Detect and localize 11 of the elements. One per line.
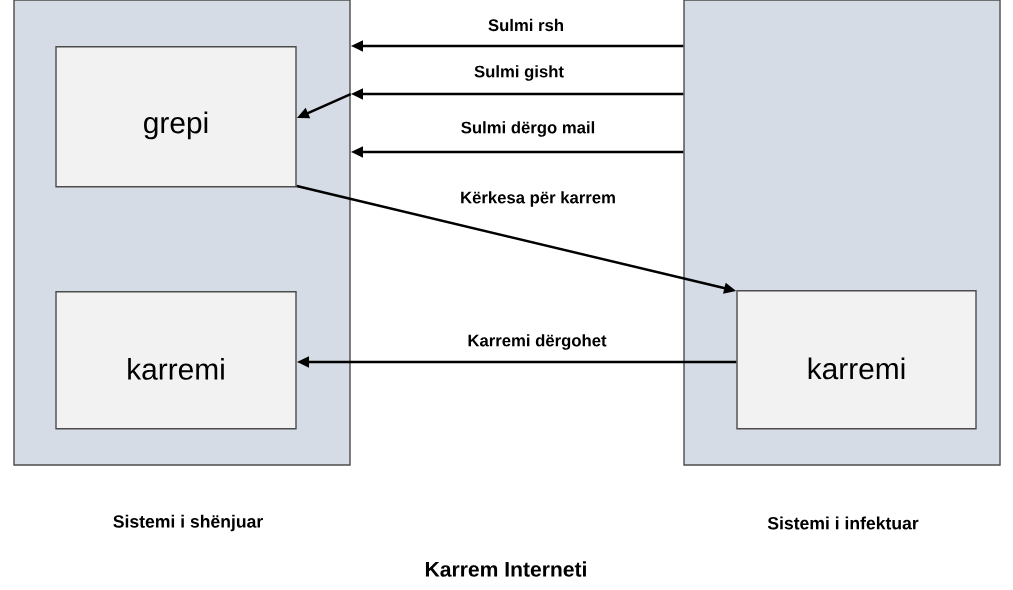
edge-label: Sulmi dërgo mail [459, 119, 597, 139]
node-label: Sistemi i infektuar [767, 516, 919, 530]
edge-label: Sulmi gisht [472, 63, 566, 83]
component-box: karremi [55, 291, 297, 430]
component-box: grepi [55, 46, 297, 188]
edge-label: Kërkesa për karrem [458, 189, 618, 209]
edge-label: Sulmi rsh [486, 17, 566, 33]
edge-label: Karremi dërgohet [465, 332, 609, 352]
component-box: karremi [736, 290, 977, 430]
node-label: Sistemi i shënjuar [113, 514, 263, 532]
caption: Karrem Interneti [425, 561, 586, 577]
